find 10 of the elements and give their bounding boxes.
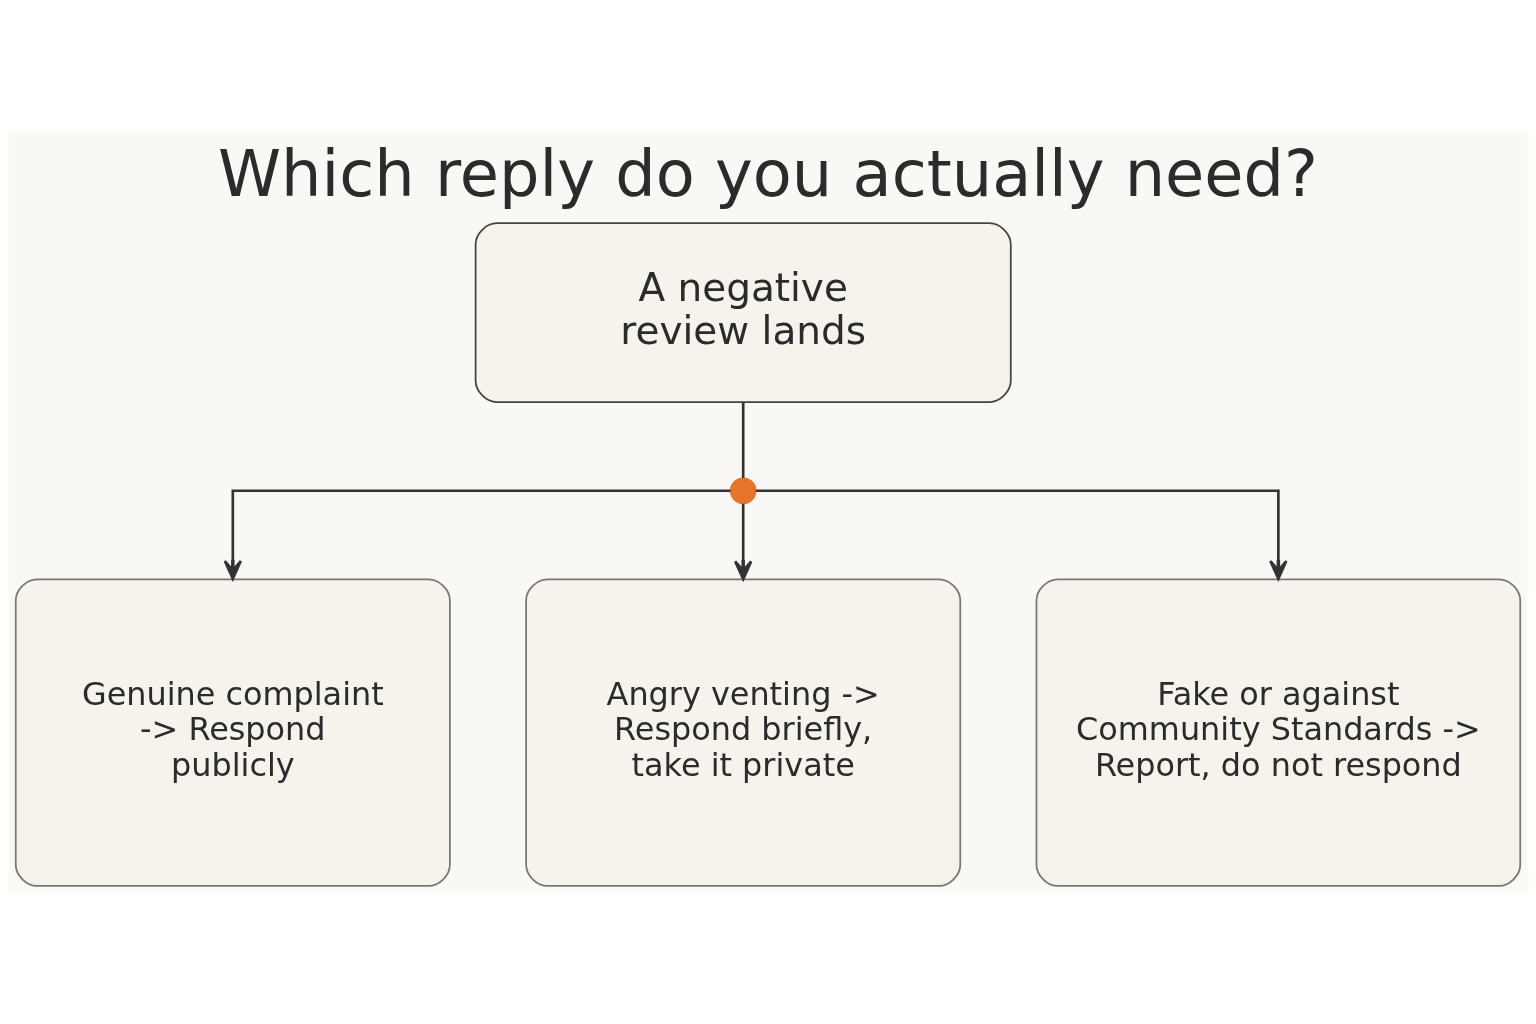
arrow bbox=[223, 489, 731, 581]
node-box: Genuine complaint -> Respond publicly bbox=[14, 578, 451, 887]
connector bbox=[741, 402, 745, 479]
node-circle bbox=[729, 477, 757, 505]
node-box: Fake or against Community Standards -> Report, do not respond bbox=[1035, 578, 1522, 887]
node-box: A negative review lands bbox=[474, 222, 1012, 403]
arrow bbox=[755, 489, 1288, 581]
arrow bbox=[733, 503, 753, 581]
node-box: Angry venting -> Respond briefly, take it private bbox=[525, 578, 962, 887]
diagram-title: Which reply do you actually need? bbox=[218, 137, 1318, 212]
